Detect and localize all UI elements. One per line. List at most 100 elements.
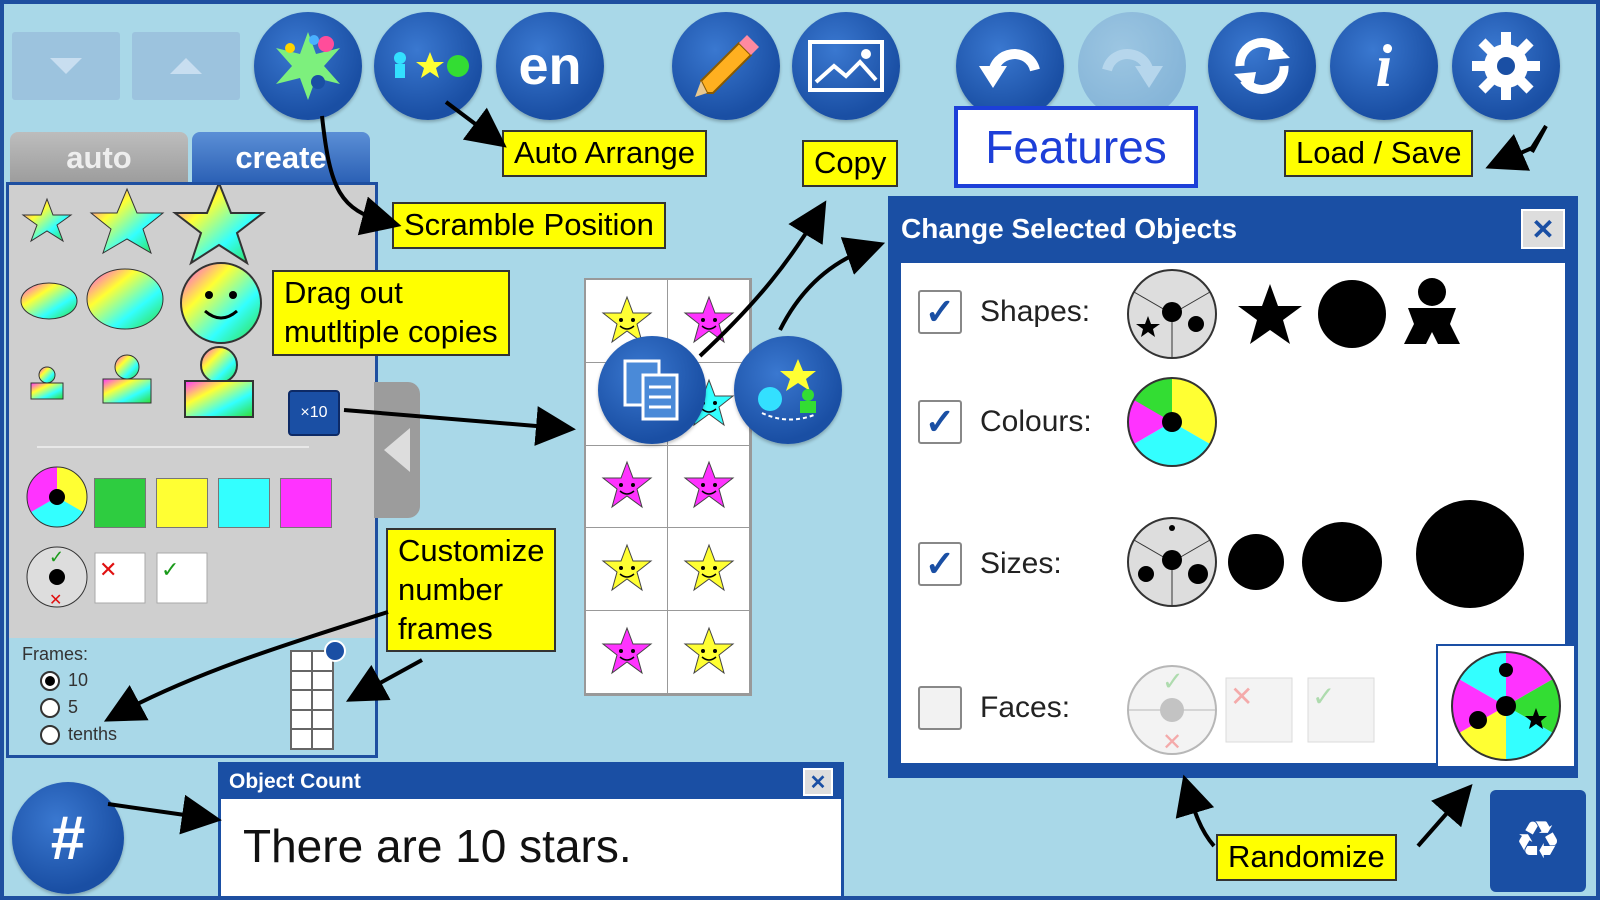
change-objects-options: ✓ ✕ ✕ ✓ (1127, 269, 1524, 756)
face-cross-option[interactable]: ✕ (94, 552, 146, 604)
collapse-panel-handle[interactable] (374, 382, 420, 518)
star-object[interactable] (681, 458, 737, 514)
palette-swatch-cyan[interactable] (218, 478, 270, 528)
callout-drag-out: Drag out mutltiple copies (272, 270, 510, 356)
copies-badge[interactable]: ×10 (288, 390, 340, 436)
frame-option-tenths[interactable]: tenths (40, 724, 117, 745)
faces-checkbox[interactable] (918, 686, 962, 730)
person-shape-option[interactable] (1404, 278, 1460, 344)
svg-text:✓: ✓ (161, 557, 179, 582)
callout-randomize: Randomize (1216, 834, 1397, 881)
undo-button[interactable] (956, 12, 1064, 120)
colours-checkbox[interactable]: ✓ (918, 400, 962, 444)
random-colour-option[interactable] (1127, 377, 1217, 467)
object-count-close-button[interactable]: ✕ (803, 768, 833, 796)
language-button[interactable]: en (496, 12, 604, 120)
star-3d-large[interactable] (172, 180, 266, 266)
star-object[interactable] (599, 624, 655, 680)
frame-cell (668, 445, 750, 529)
copy-button[interactable] (598, 336, 706, 444)
scroll-down-button[interactable] (12, 32, 120, 100)
colours-label: Colours: (980, 405, 1092, 438)
radio-unselected (40, 724, 60, 745)
frame-cell (586, 445, 668, 529)
custom-frame-thumbnail[interactable] (290, 650, 334, 750)
star-object[interactable] (681, 293, 737, 349)
cross-face-option[interactable]: ✕ (1225, 677, 1293, 743)
small-size-option[interactable] (1228, 534, 1284, 590)
callout-auto-arrange-text: Auto Arrange (514, 135, 695, 170)
radio-unselected (40, 697, 60, 718)
large-size-option[interactable] (1416, 500, 1524, 608)
frame-option-label: 10 (68, 670, 89, 690)
refresh-button[interactable] (1208, 12, 1316, 120)
frame-option-label: tenths (68, 724, 118, 744)
settings-button[interactable] (1452, 12, 1560, 120)
refresh-icon (1234, 38, 1290, 94)
arrange-icon (394, 52, 469, 78)
face-options-wheel[interactable]: ✓ ✕ (26, 546, 88, 609)
star-object[interactable] (681, 624, 737, 680)
face-check-option[interactable]: ✓ (156, 552, 208, 604)
svg-text:✕: ✕ (49, 592, 62, 609)
palette-swatch-yellow[interactable] (156, 478, 208, 528)
shapes-checkbox[interactable]: ✓ (918, 290, 962, 334)
copies-badge-label: ×10 (300, 404, 328, 421)
scroll-up-button[interactable] (132, 32, 240, 100)
count-button[interactable]: # (12, 782, 124, 894)
random-size-option[interactable] (1127, 517, 1217, 607)
svg-text:✕: ✕ (99, 557, 117, 582)
star-object[interactable] (681, 541, 737, 597)
language-label: en (518, 36, 582, 96)
recycle-icon: ♻ (1514, 811, 1562, 871)
palette-swatch-magenta[interactable] (280, 478, 332, 528)
sizes-checkbox[interactable]: ✓ (918, 542, 962, 586)
image-icon (808, 40, 884, 92)
callout-load-save-text: Load / Save (1296, 135, 1462, 170)
background-image-button[interactable] (792, 12, 900, 120)
callout-load-save: Load / Save (1284, 130, 1474, 177)
circle-3d-small[interactable] (20, 282, 78, 320)
random-colour-wheel[interactable] (26, 466, 88, 528)
frame-option-5[interactable]: 5 (40, 697, 78, 718)
medium-size-option[interactable] (1302, 522, 1382, 602)
scramble-icon (276, 32, 340, 100)
tab-create[interactable]: create (192, 132, 370, 184)
star-object[interactable] (599, 458, 655, 514)
pencil-button[interactable] (672, 12, 780, 120)
chevron-down-icon (50, 58, 82, 74)
auto-arrange-button[interactable] (374, 12, 482, 120)
star-3d-small[interactable] (21, 197, 73, 243)
frame-option-10[interactable]: 10 (40, 670, 88, 691)
shapes-label: Shapes: (980, 295, 1091, 328)
star-3d-medium[interactable] (89, 187, 165, 255)
change-objects-title: Change Selected Objects (901, 213, 1238, 244)
change-objects-button[interactable] (734, 336, 842, 444)
person-3d-medium[interactable] (102, 354, 152, 404)
sizes-label: Sizes: (980, 547, 1062, 580)
circle-shape-option[interactable] (1318, 280, 1386, 348)
randomize-all-button[interactable] (1436, 644, 1576, 768)
star-object[interactable] (599, 293, 655, 349)
scramble-button[interactable] (254, 12, 362, 120)
trash-bin[interactable]: ♻ (1490, 790, 1586, 892)
star-shape-option[interactable] (1238, 284, 1302, 344)
svg-text:✕: ✕ (1230, 680, 1253, 713)
refresh-small-icon[interactable] (324, 640, 346, 662)
check-face-option[interactable]: ✓ (1307, 677, 1375, 743)
callout-randomize-text: Randomize (1228, 839, 1385, 874)
change-objects-close-button[interactable]: ✕ (1521, 209, 1565, 249)
circle-3d-medium[interactable] (86, 268, 164, 330)
callout-scramble-text: Scramble Position (404, 207, 654, 242)
star-object[interactable] (599, 541, 655, 597)
person-3d-large[interactable] (184, 346, 254, 418)
palette-swatch-green[interactable] (94, 478, 146, 528)
tab-auto[interactable]: auto (10, 132, 188, 184)
circle-3d-large[interactable] (180, 262, 262, 344)
redo-button[interactable] (1078, 12, 1186, 120)
person-3d-small[interactable] (30, 366, 64, 400)
info-button[interactable]: i (1330, 12, 1438, 120)
random-shape-option[interactable] (1127, 269, 1217, 359)
random-face-option[interactable]: ✓ ✕ (1127, 665, 1217, 756)
